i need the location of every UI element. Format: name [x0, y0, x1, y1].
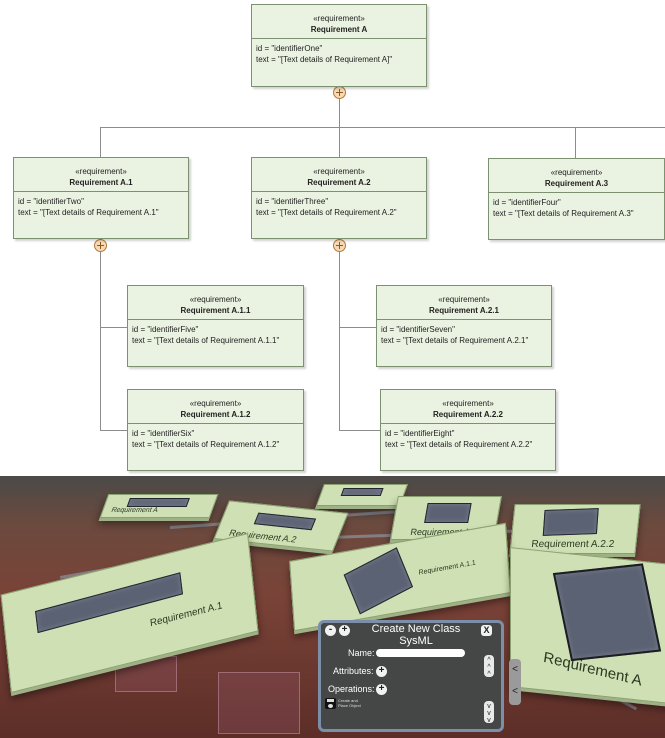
slab-label: Requirement A	[110, 507, 159, 514]
requirement-name: Requirement A.1.2	[180, 410, 251, 419]
requirement-name: Requirement A.1.1	[180, 306, 251, 315]
requirement-id: id = "identifierSeven"	[381, 325, 455, 334]
collapse-button[interactable]: -	[325, 625, 336, 636]
slab-requirement-a22[interactable]: Requirement A.2.2	[509, 504, 641, 554]
connector	[339, 98, 340, 128]
dialog-title-line2: SysML	[399, 635, 433, 647]
requirement-text: text = "[Text details of Requirement A.1…	[132, 440, 280, 449]
stereotype: «requirement»	[75, 167, 127, 176]
requirement-text: text = "[Text details of Requirement A.1…	[18, 208, 159, 217]
requirement-name: Requirement A.2	[307, 178, 371, 187]
stereotype: «requirement»	[313, 14, 365, 23]
connector	[100, 327, 128, 328]
requirement-diagram: «requirement» Requirement A id = "identif…	[13, 4, 665, 471]
requirement-name: Requirement A.2.2	[433, 410, 503, 419]
requirement-id: id = "identifierFive"	[132, 325, 199, 334]
requirement-text: text = "[Text details of Requirement A.2…	[385, 440, 533, 449]
requirement-a[interactable]: «requirement» Requirement A id = "identif…	[251, 4, 427, 87]
3d-scene-viewport[interactable]: Requirement A Requirement A.2 Requiremen…	[0, 476, 665, 738]
dialog-title: Create New Class SysML	[351, 623, 481, 647]
attributes-label: Attributes:	[333, 666, 374, 676]
slab-a-top[interactable]	[315, 484, 409, 506]
slab-requirement-a-large[interactable]: Requirement A	[510, 547, 665, 705]
requirement-id: id = "identifierThree"	[256, 197, 329, 206]
requirement-id: id = "identifierTwo"	[18, 197, 84, 206]
connector	[339, 327, 377, 328]
close-button[interactable]: X	[481, 625, 492, 636]
stereotype: «requirement»	[442, 399, 494, 408]
requirement-a22[interactable]: «requirement» Requirement A.2.2 id = "ide…	[380, 389, 556, 471]
containment-icon	[333, 239, 346, 252]
ghost-outline	[218, 672, 300, 734]
stereotype: «requirement»	[438, 295, 490, 304]
requirement-id: id = "identifierFour"	[493, 198, 561, 207]
add-operation-button[interactable]: +	[376, 684, 387, 695]
name-label: Name:	[348, 648, 375, 658]
requirement-a1[interactable]: «requirement» Requirement A.1 id = "ident…	[13, 157, 189, 239]
expand-button[interactable]: +	[339, 625, 350, 636]
requirement-id: id = "identifierSix"	[132, 429, 195, 438]
requirement-a12[interactable]: «requirement» Requirement A.1.2 id = "ide…	[127, 389, 304, 471]
slab-requirement-a[interactable]: Requirement A	[99, 494, 219, 518]
requirement-name: Requirement A.3	[544, 179, 609, 188]
containment-icon	[94, 239, 107, 252]
name-input[interactable]	[376, 649, 465, 657]
requirement-text: text = "[Text details of Requirement A.2…	[381, 336, 529, 345]
requirement-text: text = "[Text details of Requirement A.3…	[493, 209, 634, 218]
stereotype: «requirement»	[189, 295, 242, 304]
slab-label: Requirement A.1.1	[418, 559, 477, 577]
requirement-name: Requirement A.2.1	[429, 306, 499, 315]
stereotype: «requirement»	[189, 399, 242, 408]
requirement-name: Requirement A.1	[69, 178, 133, 187]
requirement-a3[interactable]: «requirement» Requirement A.3 id = "ident…	[488, 158, 665, 240]
connector	[575, 127, 576, 158]
save-create-button[interactable]: Create and Place Object	[325, 698, 363, 720]
save-caption-line2: Place Object	[338, 703, 361, 708]
requirement-name: Requirement A	[310, 25, 368, 34]
collapse-panel-tab[interactable]: < <	[509, 659, 521, 705]
save-caption: Create and Place Object	[338, 698, 361, 708]
connector	[339, 127, 340, 158]
connector	[339, 430, 381, 431]
requirement-a21[interactable]: «requirement» Requirement A.2.1 id = "ide…	[376, 285, 552, 367]
save-caption-line1: Create and	[338, 698, 358, 703]
add-attribute-button[interactable]: +	[376, 666, 387, 677]
requirement-text: text = "[Text details of Requirement A]"	[256, 55, 393, 64]
operations-label: Operations:	[328, 684, 375, 694]
containment-icon	[333, 86, 346, 99]
connector	[100, 127, 101, 158]
connector	[339, 251, 340, 431]
scroll-up-button[interactable]: ^ ^ ^	[484, 655, 494, 678]
requirement-text: text = "[Text details of Requirement A.1…	[132, 336, 280, 345]
connector	[100, 430, 128, 431]
dialog-title-line1: Create New Class	[371, 623, 461, 635]
requirement-a2[interactable]: «requirement» Requirement A.2 id = "ident…	[251, 157, 427, 239]
slab-label: Requirement A.2.2	[530, 539, 615, 550]
requirement-id: id = "identifierOne"	[256, 44, 323, 53]
connector	[100, 251, 101, 431]
requirement-text: text = "[Text details of Requirement A.2…	[256, 208, 397, 217]
chevron-left-icon: <	[512, 686, 518, 697]
save-icon	[325, 698, 336, 709]
requirement-a11[interactable]: «requirement» Requirement A.1.1 id = "ide…	[127, 285, 304, 367]
stereotype: «requirement»	[313, 167, 365, 176]
requirement-id: id = "identifierEight"	[385, 429, 455, 438]
chevron-left-icon: <	[512, 664, 518, 675]
connector	[100, 127, 665, 128]
slab-label: Requirement A.1	[149, 600, 223, 630]
scroll-down-button[interactable]: v v v	[484, 701, 494, 724]
create-new-class-dialog: - + X Create New Class SysML Name: Attri…	[318, 620, 504, 732]
stereotype: «requirement»	[550, 168, 603, 177]
